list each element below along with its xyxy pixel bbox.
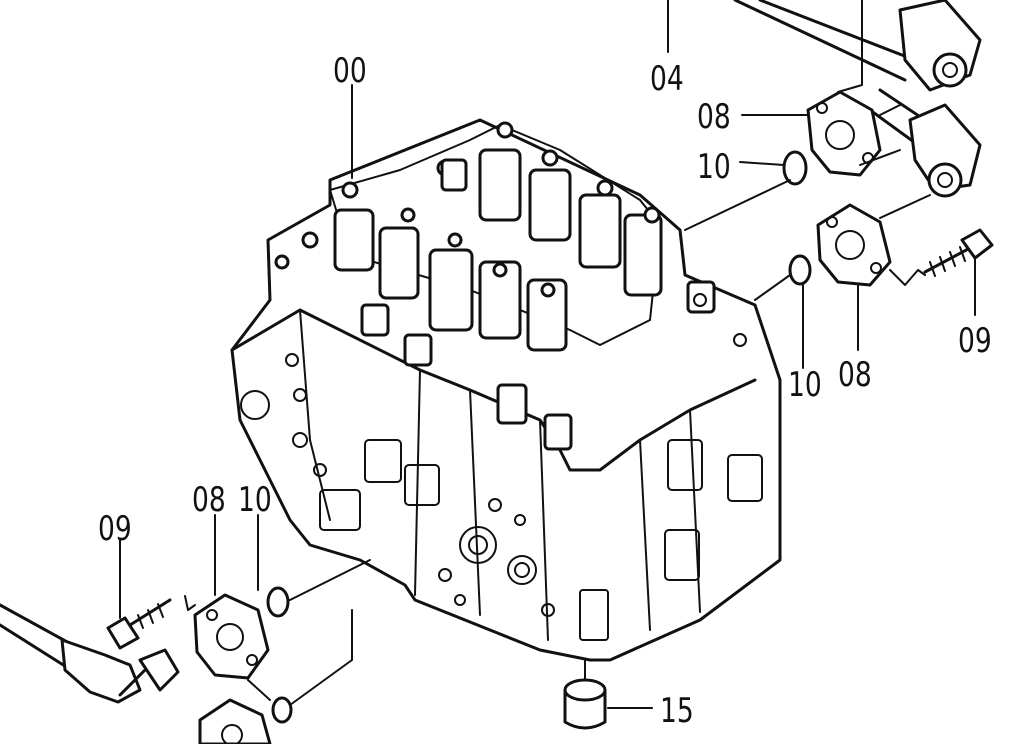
oring-left (266, 586, 290, 618)
label-flange-right: 08 (838, 356, 872, 395)
flange-left (193, 593, 270, 680)
leader-lines (119, 0, 976, 709)
label-part-04: 04 (650, 60, 684, 99)
oring-lower-left (271, 696, 293, 724)
label-oring-top: 10 (697, 148, 731, 187)
spool-row (333, 148, 663, 352)
flange-upper-right (806, 90, 882, 177)
label-flange-left: 08 (192, 481, 226, 520)
upper-hose-assembly (733, 0, 982, 198)
part-labels: 00 04 08 10 10 08 09 09 08 10 15 (98, 52, 992, 731)
flange-lower-left (198, 698, 272, 744)
label-main-valve: 00 (333, 52, 367, 91)
lower-hose-assembly (0, 603, 180, 704)
label-flange-top: 08 (697, 98, 731, 137)
bolt-right (923, 228, 994, 277)
top-plugs (360, 158, 716, 451)
label-bolt-right: 09 (958, 322, 992, 361)
label-oring-left: 10 (238, 481, 272, 520)
label-bolt-left: 09 (98, 510, 132, 549)
oring-right (788, 254, 812, 286)
body-ports (240, 293, 763, 641)
bolt-left (106, 598, 172, 650)
plug-bottom (563, 678, 607, 730)
flange-right (816, 203, 892, 287)
label-oring-right: 10 (788, 366, 822, 405)
oring-upper (782, 150, 808, 186)
label-plug-bottom: 15 (660, 692, 694, 731)
control-valve-body (230, 118, 782, 662)
